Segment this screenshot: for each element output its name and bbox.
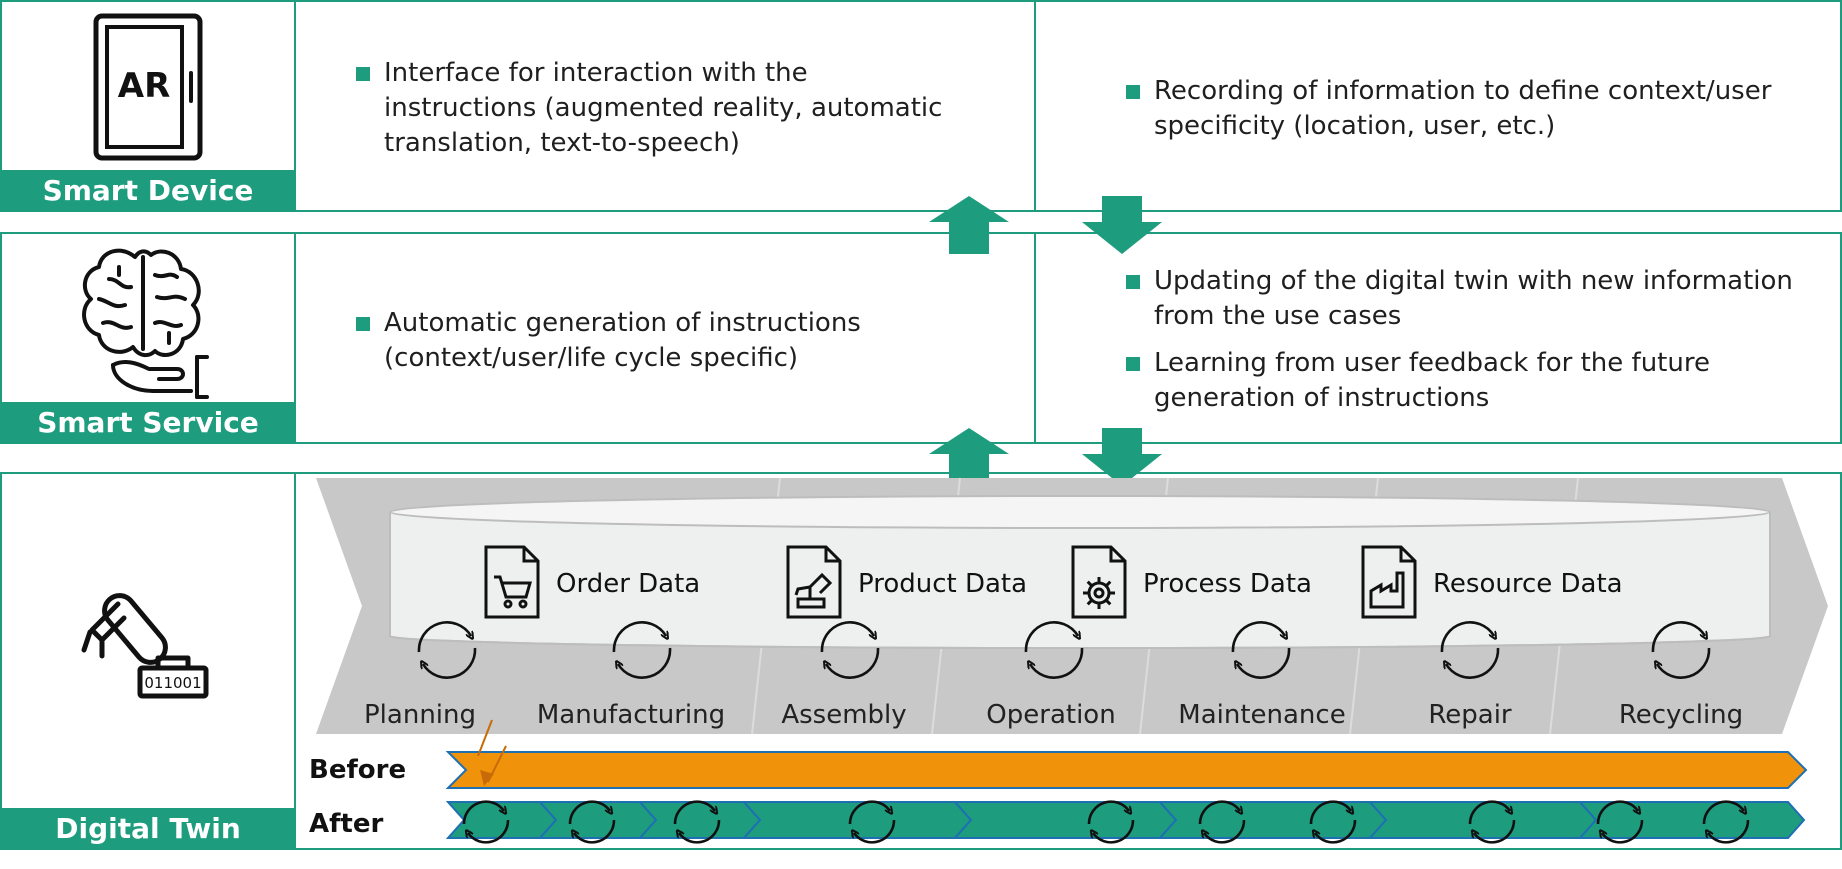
after-bar-segment [1577, 801, 1806, 839]
cycle-arrows-icon [820, 621, 880, 679]
brain-hand-icon [82, 248, 209, 399]
smart-device-label-box: AR Smart Device [0, 0, 296, 212]
before-feedback-arrow-icon [477, 719, 507, 786]
down-arrow-icon [1082, 196, 1162, 254]
lifecycle-stages: Planning Manufacturing Assembly Operation Ma… [364, 621, 1743, 730]
after-bar-segment [1367, 801, 1598, 839]
stage-label: Planning [364, 700, 476, 730]
gear-document-icon [1071, 545, 1127, 619]
bullet-item: Automatic generation of instructions (co… [356, 306, 956, 376]
smart-service-label: Smart Service [2, 402, 294, 442]
stage-label: Assembly [781, 700, 906, 730]
cycle-arrows-icon [673, 800, 721, 844]
after-bar-segment [537, 801, 658, 839]
cycle-arrows-icon [1309, 800, 1357, 844]
digital-twin-label-box: 011001 Digital Twin [0, 472, 296, 850]
up-arrow-icon [929, 196, 1009, 254]
bullet-item: Interface for interaction with the instr… [356, 56, 956, 161]
data-source-3: Process Data [1071, 545, 1312, 619]
cycle-arrows-icon [1087, 800, 1135, 844]
up-arrow-icon [929, 428, 1009, 486]
service-left-bullets: Automatic generation of instructions (co… [356, 306, 956, 388]
after-label: After [309, 809, 383, 839]
cycle-arrows-icon [1440, 621, 1500, 679]
stage-assembly: Assembly [781, 621, 907, 730]
data-source-label: Order Data [556, 569, 700, 599]
data-sources: Order Data Product Data Process Data Resour… [484, 545, 1623, 619]
bullet-square-icon [356, 317, 370, 331]
stage-planning: Planning [364, 621, 477, 730]
service-right-bullets: Updating of the digital twin with new in… [1126, 264, 1806, 428]
stage-label: Maintenance [1178, 700, 1345, 730]
down-arrow-icon [1082, 428, 1162, 486]
after-bar-segment [637, 801, 762, 839]
smart-device-left-panel: Interface for interaction with the instr… [294, 0, 1036, 212]
stage-manufacturing: Manufacturing [537, 621, 725, 730]
cycle-arrows-icon [1468, 800, 1516, 844]
bullet-square-icon [1126, 85, 1140, 99]
data-source-2: Product Data [786, 545, 1027, 619]
smart-service-right-panel: Updating of the digital twin with new in… [1034, 232, 1842, 444]
device-left-bullets: Interface for interaction with the instr… [356, 56, 956, 173]
bullet-item: Recording of information to define conte… [1126, 74, 1786, 144]
bullet-item: Updating of the digital twin with new in… [1126, 264, 1806, 334]
robot-document-icon [786, 545, 842, 619]
smart-service-label-box: Smart Service [0, 232, 296, 444]
cycle-arrows-icon [1596, 800, 1644, 844]
ar-tablet-icon: AR [93, 13, 203, 161]
cycle-arrows-icon [462, 800, 510, 844]
cycle-arrows-icon [848, 800, 896, 844]
cycle-arrows-icon [1024, 621, 1084, 679]
smart-device-label: Smart Device [2, 170, 294, 210]
factory-document-icon [1361, 545, 1417, 619]
bullet-square-icon [356, 67, 370, 81]
smart-device-right-panel: Recording of information to define conte… [1034, 0, 1842, 212]
stage-label: Recycling [1619, 700, 1743, 730]
stage-maintenance: Maintenance [1178, 621, 1346, 730]
bullet-item: Learning from user feedback for the futu… [1126, 346, 1806, 416]
data-source-label: Process Data [1143, 569, 1312, 599]
data-cylinder [389, 495, 1771, 649]
device-right-bullets: Recording of information to define conte… [1126, 74, 1786, 156]
cart-document-icon [484, 545, 540, 619]
cycle-arrows-icon [612, 621, 672, 679]
cycle-arrows-icon [1702, 800, 1750, 844]
data-source-label: Resource Data [1433, 569, 1623, 599]
ar-icon-text: AR [118, 66, 171, 106]
cycle-arrows-icon [568, 800, 616, 844]
bullet-square-icon [1126, 357, 1140, 371]
data-source-1: Order Data [484, 545, 700, 619]
cycle-arrows-icon [417, 621, 477, 679]
stage-label: Operation [986, 700, 1115, 730]
before-label: Before [309, 755, 406, 785]
stage-recycling: Recycling [1619, 621, 1743, 730]
robot-arm-icon: 011001 [81, 593, 209, 699]
data-source-label: Product Data [858, 569, 1027, 599]
cycle-arrows-icon [1198, 800, 1246, 844]
stage-operation: Operation [986, 621, 1116, 730]
smart-service-left-panel: Automatic generation of instructions (co… [294, 232, 1036, 444]
stage-label: Repair [1428, 700, 1512, 730]
robot-code-text: 011001 [144, 674, 201, 692]
stage-label: Manufacturing [537, 700, 725, 730]
cycle-arrows-icon [1651, 621, 1711, 679]
data-source-4: Resource Data [1361, 545, 1623, 619]
digital-twin-label: Digital Twin [2, 808, 294, 848]
before-timeline-bar [445, 751, 1808, 789]
cycle-arrows-icon [1231, 621, 1291, 679]
after-bar-segment [952, 801, 1178, 839]
stage-repair: Repair [1428, 621, 1512, 730]
bullet-square-icon [1126, 275, 1140, 289]
after-timeline-bar [445, 800, 1806, 844]
